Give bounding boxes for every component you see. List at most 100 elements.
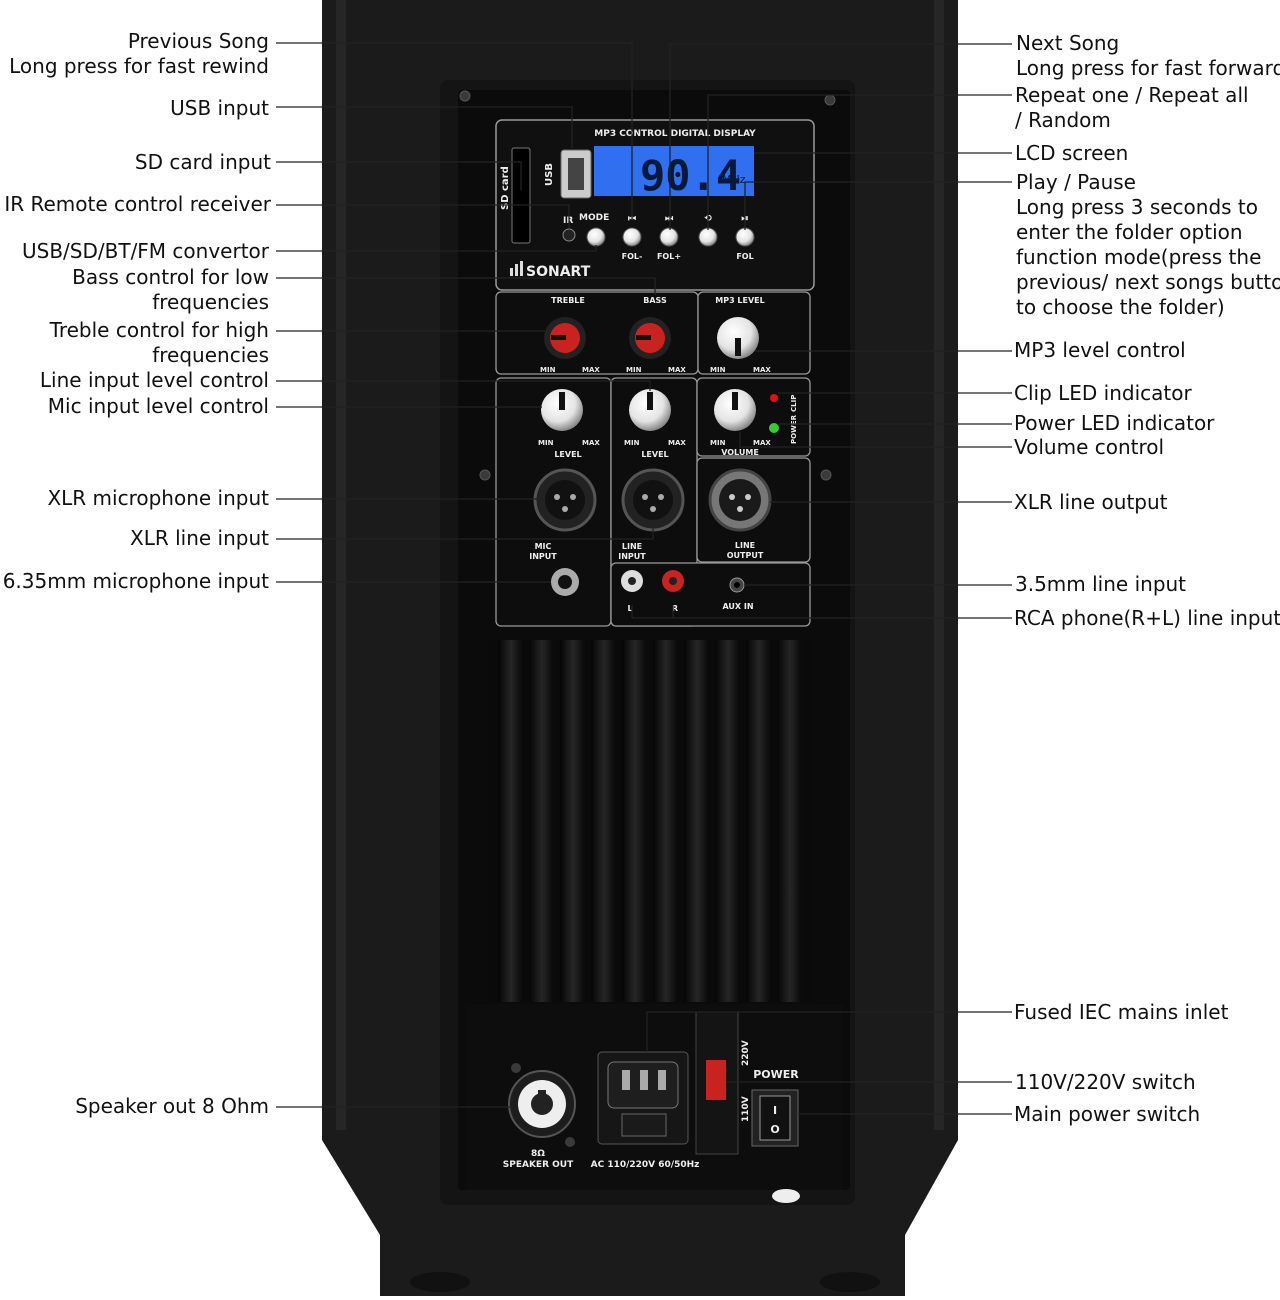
label-main-power: Main power switch <box>1014 1102 1201 1126</box>
svg-text:8Ω: 8Ω <box>531 1149 545 1159</box>
leader-usb-input <box>276 106 573 148</box>
svg-text:POWER: POWER <box>790 414 798 444</box>
svg-text:CLIP: CLIP <box>790 395 798 412</box>
xlr-mic-jack <box>533 468 597 532</box>
svg-text:LEVEL: LEVEL <box>641 450 668 459</box>
speakon-output <box>508 1070 576 1138</box>
svg-text:POWER: POWER <box>753 1068 799 1081</box>
label-convertor: USB/SD/BT/FM convertor <box>22 239 269 263</box>
label-rca: RCA phone(R+L) line input <box>1014 606 1280 630</box>
label-sd-card-input: SD card input <box>134 150 271 174</box>
leader-xlr-line <box>276 525 654 540</box>
svg-text:SPEAKER OUT: SPEAKER OUT <box>503 1160 574 1170</box>
label-repeat: Repeat one / Repeat all/ Random <box>1015 83 1249 132</box>
svg-text:MIN: MIN <box>538 439 554 447</box>
leader-bass <box>276 277 656 295</box>
label-ir-receiver: IR Remote control receiver <box>4 192 271 216</box>
svg-text:AC 110/220V 60/50Hz: AC 110/220V 60/50Hz <box>591 1160 700 1170</box>
heatsink-fin <box>498 640 522 1002</box>
svg-text:FOL: FOL <box>736 252 753 261</box>
leader-previous-song <box>276 42 633 220</box>
svg-text:VOLUME: VOLUME <box>721 448 759 457</box>
heatsink-fin <box>684 640 708 1002</box>
jack-635 <box>551 568 579 596</box>
next-button <box>659 227 679 247</box>
svg-text:TREBLE: TREBLE <box>551 296 585 305</box>
power-led <box>769 423 779 433</box>
rca-right <box>662 570 684 592</box>
leader-rca <box>631 605 1012 619</box>
voltage-switch <box>695 1011 739 1155</box>
label-xlr-line-output: XLR line output <box>1014 490 1168 514</box>
svg-text:MAX: MAX <box>753 366 771 374</box>
svg-text:220V: 220V <box>741 1040 751 1066</box>
svg-text:I: I <box>773 1104 777 1117</box>
svg-text:MODE: MODE <box>579 213 609 223</box>
line-level-knob <box>629 389 671 431</box>
svg-text:FOL-: FOL- <box>622 252 643 261</box>
power-rocker-switch <box>751 1089 799 1147</box>
leader-convertor <box>276 245 597 252</box>
heatsink-fin <box>622 640 646 1002</box>
svg-text:IR: IR <box>563 216 573 226</box>
svg-text:INPUT: INPUT <box>529 552 557 561</box>
svg-text:MAX: MAX <box>582 439 600 447</box>
mic-level-knob <box>541 389 583 431</box>
svg-text:OUTPUT: OUTPUT <box>727 551 764 560</box>
svg-text:LINE: LINE <box>735 541 755 550</box>
label-mp3-level: MP3 level control <box>1014 338 1186 362</box>
mp3-level-knob <box>717 317 759 359</box>
label-line-level: Line input level control <box>39 368 269 392</box>
mode-button <box>586 227 606 247</box>
aux-jack <box>729 577 745 593</box>
repeat-button <box>698 227 718 247</box>
brand-logo: SONART <box>510 261 591 280</box>
label-volume: Volume control <box>1014 435 1165 459</box>
mp3-title: MP3 CONTROL DIGITAL DISPLAY <box>594 129 756 139</box>
svg-text:MIN: MIN <box>624 439 640 447</box>
heatsink-fin <box>746 640 770 1002</box>
volume-knob <box>714 389 756 431</box>
rca-left <box>621 570 643 592</box>
heatsink-fins <box>498 640 801 1002</box>
svg-text:O: O <box>770 1123 779 1136</box>
heatsink-fin <box>591 640 615 1002</box>
heatsink-fin <box>653 640 677 1002</box>
label-mic-level: Mic input level control <box>47 394 269 418</box>
leader-lines <box>276 42 1012 1115</box>
leader-iec <box>646 1011 1012 1052</box>
label-usb-input: USB input <box>170 96 269 120</box>
lcd-screen <box>594 146 754 196</box>
svg-text:MAX: MAX <box>582 366 600 374</box>
label-635-mic: 6.35mm microphone input <box>2 569 269 593</box>
previous-button <box>622 227 642 247</box>
svg-text:L: L <box>627 604 632 613</box>
svg-text:MIN: MIN <box>540 366 556 374</box>
svg-text:110V: 110V <box>741 1096 751 1122</box>
heatsink-fin <box>560 640 584 1002</box>
label-lcd-screen: LCD screen <box>1015 141 1129 165</box>
svg-text:SD card: SD card <box>500 166 511 210</box>
leader-next-song <box>669 43 1012 230</box>
aux-section <box>610 562 811 627</box>
xlr-line-jack <box>621 468 685 532</box>
leader-volume <box>739 432 1012 448</box>
heatsink-fin <box>529 640 553 1002</box>
heatsink-fin <box>777 640 801 1002</box>
leader-sd-card <box>276 161 522 190</box>
label-aux-35: 3.5mm line input <box>1015 572 1187 596</box>
svg-text:LINE: LINE <box>622 542 642 551</box>
label-speaker-out: Speaker out 8 Ohm <box>75 1094 269 1118</box>
svg-text:MP3 LEVEL: MP3 LEVEL <box>715 296 765 305</box>
label-power-led: Power LED indicator <box>1014 411 1215 435</box>
leader-repeat <box>707 94 1012 230</box>
iec-inlet <box>597 1051 689 1145</box>
svg-text:MIN: MIN <box>626 366 642 374</box>
bass-knob <box>629 317 671 359</box>
svg-text:BASS: BASS <box>643 296 667 305</box>
